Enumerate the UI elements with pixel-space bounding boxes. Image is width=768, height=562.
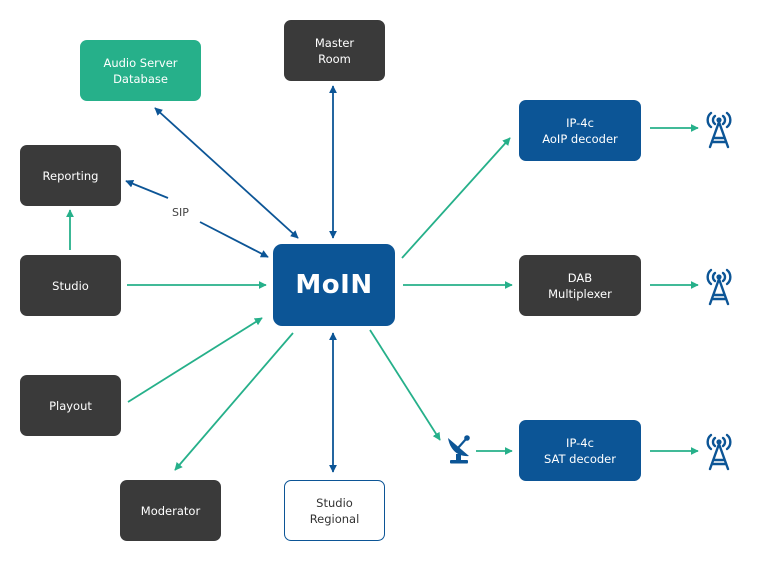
node-ip4c-aoip-decoder: IP-4c AoIP decoder	[519, 100, 641, 161]
arrow-audio-server-moin	[154, 107, 299, 239]
node-moin-hub: MoIN	[273, 244, 395, 326]
transmitter-tower-icon	[706, 433, 732, 471]
node-reporting: Reporting	[20, 145, 121, 206]
arrow-sip-reporting	[125, 179, 169, 199]
node-playout: Playout	[20, 375, 121, 436]
transmitter-tower-icon	[706, 111, 732, 149]
transmitter-tower-icon	[706, 268, 732, 306]
node-moderator: Moderator	[120, 480, 221, 541]
node-studio: Studio	[20, 255, 121, 316]
node-studio-regional: Studio Regional	[284, 480, 385, 541]
satellite-dish-icon	[448, 435, 470, 464]
node-ip4c-sat-decoder: IP-4c SAT decoder	[519, 420, 641, 481]
arrow-moin-aoip	[401, 137, 511, 259]
node-master-room: Master Room	[284, 20, 385, 81]
edge-label-sip: SIP	[172, 206, 189, 219]
node-audio-server-database: Audio Server Database	[80, 40, 201, 101]
arrow-playout-moin	[127, 317, 263, 403]
arrow-moin-satellite	[369, 329, 441, 441]
arrow-sip-moin	[199, 221, 269, 258]
node-dab-multiplexer: DAB Multiplexer	[519, 255, 641, 316]
arrow-moin-moderator	[174, 332, 294, 471]
